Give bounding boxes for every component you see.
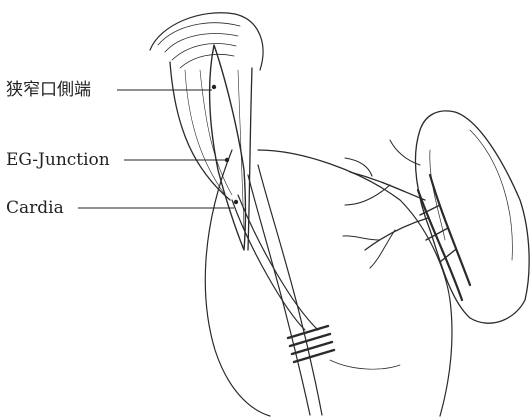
- retraction-tape: [232, 165, 334, 415]
- label-narrow-end: 狭窄口側端: [6, 80, 91, 100]
- spleen: [415, 111, 529, 323]
- label-eg-junction: EG-Junction: [6, 150, 110, 170]
- label-cardia: Cardia: [6, 198, 64, 218]
